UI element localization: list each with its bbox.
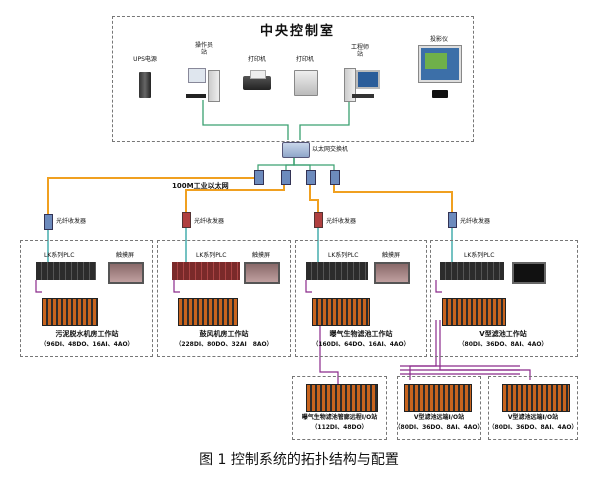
plc-rack [36, 262, 96, 280]
station-name: 污泥脱水机房工作站 [55, 330, 119, 338]
ethernet-line [47, 177, 256, 214]
hmi-label: 触摸屏 [252, 252, 271, 259]
device-label: 操作员 站 [194, 42, 213, 56]
remote-io-io: （80DI、36DO、8AI、4AO） [394, 424, 484, 431]
plc-io-rack [178, 298, 238, 326]
keyboard-icon [352, 94, 374, 98]
device-label: 打印机 [295, 56, 314, 63]
ups-icon [139, 72, 151, 98]
operator-link-line [202, 100, 289, 140]
keyboard-icon [186, 94, 206, 98]
plc-rack [172, 262, 240, 280]
workstation-icon [188, 68, 206, 83]
control-room-title: 中央控制室 [260, 24, 336, 39]
control-room-box [112, 16, 474, 142]
printer-icon [243, 76, 271, 90]
transceiver-icon [44, 214, 53, 230]
figure-caption: 图 1 控制系统的拓扑结构与配置 [199, 452, 399, 468]
printer-icon [294, 70, 318, 96]
station-io: （96DI、48DO、16AI、4AO） [40, 341, 134, 348]
hmi-touchscreen-icon [374, 262, 410, 284]
transceiver-icon [448, 212, 457, 228]
switch-link-line [293, 158, 335, 170]
transceiver-label: 光纤收发器 [460, 218, 491, 225]
transceiver-label: 光纤收发器 [326, 218, 357, 225]
switch-label: 以太网交换机 [312, 146, 349, 153]
remote-io-io: （112DI、48DO） [311, 424, 368, 431]
remote-io-name: V型滤池远端I/O站 [507, 414, 559, 421]
hmi-touchscreen-icon [244, 262, 280, 284]
plc-rack [306, 262, 368, 280]
hmi-label: 触摸屏 [116, 252, 135, 259]
plc-label: LK系列PLC [196, 252, 227, 259]
plc-label: LK系列PLC [464, 252, 495, 259]
plc-label: LK系列PLC [44, 252, 75, 259]
station-box [295, 240, 427, 357]
station-name: 曝气生物滤池工作站 [329, 330, 393, 338]
station-io: （160DI、64DO、16AI、4AO） [312, 341, 410, 348]
switch-link-line [257, 158, 295, 170]
station-name: V型滤池工作站 [479, 330, 527, 338]
transceiver-icon [182, 212, 191, 228]
switch-link-line [293, 158, 311, 170]
station-box [20, 240, 153, 357]
printer-paper [250, 70, 266, 79]
hmi-label: 触摸屏 [382, 252, 401, 259]
ethernet-line [333, 182, 453, 212]
projector-icon [432, 90, 448, 98]
fiber-switch-icon [281, 170, 291, 185]
transceiver-icon [314, 212, 323, 228]
touchscreen-monitor-icon [512, 262, 546, 284]
serial-lines [35, 280, 531, 384]
fiber-switch-icon [330, 170, 340, 185]
fiber-switch-icon [254, 170, 264, 185]
monitor-icon [356, 70, 380, 89]
workstation-tower-icon [208, 70, 220, 102]
fiber-switch-icon [306, 170, 316, 185]
plc-io-rack [312, 298, 370, 326]
remote-io-name: 曝气生物滤池管廊远程I/O站 [301, 414, 378, 421]
plc-label: LK系列PLC [328, 252, 359, 259]
switch-link-line [285, 158, 295, 170]
transceiver-label: 光纤收发器 [56, 218, 87, 225]
station-box [157, 240, 291, 357]
station-box [430, 240, 578, 357]
ethernet-switch-icon [282, 142, 310, 158]
hmi-touchscreen-icon [108, 262, 144, 284]
device-label: 工程师 站 [350, 44, 369, 58]
remote-io-box [488, 376, 578, 440]
ethernet-line [309, 182, 319, 212]
device-label: UPS电源 [133, 56, 157, 63]
remote-io-rack [306, 384, 378, 412]
projector-screen-icon [419, 46, 461, 82]
remote-io-box [292, 376, 387, 440]
workstation-icon [344, 68, 356, 102]
engineer-link-line [299, 102, 350, 140]
transceiver-label: 光纤收发器 [194, 218, 225, 225]
plc-io-rack [442, 298, 506, 326]
device-label: 投影仪 [429, 36, 448, 43]
remote-io-rack [404, 384, 472, 412]
remote-io-rack [502, 384, 570, 412]
plc-rack [440, 262, 504, 280]
plc-io-rack [42, 298, 98, 326]
station-name: 鼓风机房工作站 [199, 330, 249, 338]
device-label: 打印机 [247, 56, 266, 63]
ethernet-line [185, 182, 285, 212]
remote-io-box [397, 376, 481, 440]
remote-io-io: （80DI、36DO、8AI、4AO） [488, 424, 578, 431]
remote-io-name: V型滤池远端I/O站 [413, 414, 465, 421]
ethernet-label: 100M工业以太网 [172, 182, 229, 190]
station-io: （80DI、36DO、8AI、4AO） [458, 341, 548, 348]
station-io: （228DI、80DO、32AI 8AO） [175, 341, 273, 348]
